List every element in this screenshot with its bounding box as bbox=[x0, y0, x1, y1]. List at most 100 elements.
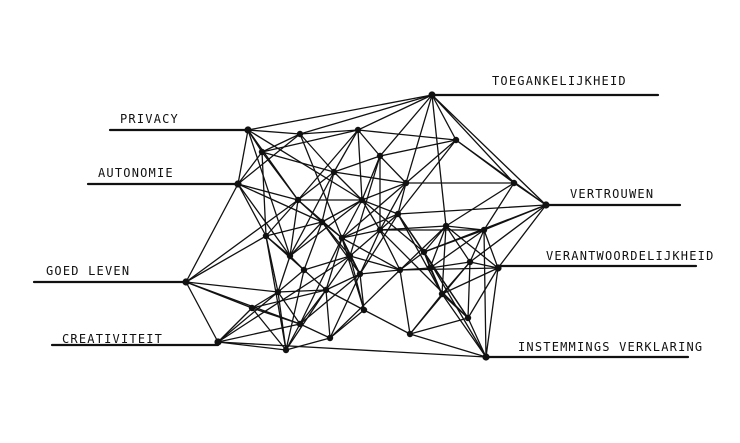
network-edge bbox=[285, 289, 327, 351]
network-edge bbox=[261, 151, 299, 201]
label-instemmings-verklaring: INSTEMMINGS VERKLARING bbox=[518, 340, 704, 354]
network-edge bbox=[277, 255, 291, 293]
network-edge bbox=[379, 225, 447, 231]
network-node bbox=[258, 148, 266, 156]
network-edge bbox=[265, 199, 299, 237]
network-edge bbox=[483, 182, 515, 231]
network-edge bbox=[217, 255, 351, 343]
network-edge bbox=[467, 261, 471, 319]
network-edge bbox=[429, 229, 485, 269]
network-edge bbox=[299, 323, 331, 339]
network-edge bbox=[185, 235, 267, 283]
network-node bbox=[300, 266, 308, 274]
network-edge bbox=[289, 199, 363, 257]
network-edge bbox=[251, 289, 327, 309]
network-node bbox=[452, 136, 460, 144]
anchor-node-instemmings-verklaring bbox=[482, 353, 490, 361]
network-edge bbox=[325, 255, 351, 291]
anchor-node-privacy bbox=[244, 126, 252, 134]
network-edge bbox=[445, 182, 515, 227]
network-edge bbox=[441, 267, 499, 295]
network-edge bbox=[357, 129, 363, 201]
network-edge bbox=[325, 237, 343, 291]
network-edge bbox=[431, 94, 547, 206]
network-edge bbox=[285, 337, 331, 351]
network-edge bbox=[185, 281, 219, 343]
network-edge bbox=[277, 269, 305, 293]
network-edge bbox=[485, 267, 499, 358]
network-edge bbox=[277, 289, 327, 293]
network-edge bbox=[455, 139, 547, 206]
network-edge bbox=[289, 221, 323, 257]
network-edge bbox=[349, 255, 365, 311]
network-node bbox=[442, 222, 450, 230]
network-node bbox=[426, 264, 434, 272]
network-node bbox=[358, 196, 366, 204]
network-edge bbox=[299, 273, 361, 325]
network-edge bbox=[379, 229, 469, 319]
network-edge bbox=[265, 235, 279, 293]
network-edge bbox=[359, 229, 381, 275]
network-edge bbox=[265, 221, 323, 237]
network-edge bbox=[185, 199, 299, 283]
network-edge bbox=[247, 129, 363, 201]
network-edge bbox=[247, 129, 301, 135]
network-edge bbox=[303, 269, 327, 291]
network-node bbox=[464, 314, 472, 322]
network-edge bbox=[359, 269, 401, 275]
network-edge bbox=[397, 213, 443, 295]
network-edge bbox=[397, 182, 407, 215]
network-edge bbox=[441, 225, 447, 295]
network-edge bbox=[341, 237, 401, 271]
label-autonomie: AUTONOMIE bbox=[98, 166, 174, 180]
network-edge bbox=[357, 94, 433, 131]
network-edge bbox=[285, 269, 305, 351]
network-edge bbox=[431, 94, 447, 227]
network-edge bbox=[237, 183, 291, 257]
network-edge bbox=[217, 307, 253, 343]
network-edge bbox=[333, 155, 381, 173]
network-edge bbox=[423, 251, 443, 295]
network-edge bbox=[297, 199, 343, 239]
anchor-node-verantwoordelijkheid bbox=[494, 264, 502, 272]
network-node bbox=[286, 252, 294, 260]
network-node bbox=[466, 258, 474, 266]
network-edge bbox=[261, 151, 267, 237]
network-edge bbox=[405, 94, 433, 184]
network-edge bbox=[329, 269, 401, 339]
network-edge bbox=[237, 183, 323, 223]
network-edge bbox=[363, 309, 411, 335]
label-vertrouwen: VERTROUWEN bbox=[570, 187, 655, 201]
label-verantwoordelijkheid: VERANTWOORDELIJKHEID bbox=[546, 249, 715, 263]
network-edge bbox=[341, 199, 363, 239]
network-edge bbox=[289, 171, 335, 257]
network-edge bbox=[341, 213, 399, 239]
network-edge bbox=[357, 129, 457, 141]
anchor-node-autonomie bbox=[234, 180, 242, 188]
network-node bbox=[510, 179, 518, 187]
network-edge bbox=[349, 255, 361, 275]
network-node bbox=[360, 306, 368, 314]
anchor-node-vertrouwen bbox=[542, 201, 550, 209]
network-node bbox=[438, 290, 446, 298]
network-edge bbox=[217, 291, 279, 343]
network-edge bbox=[467, 267, 499, 319]
network-edge bbox=[265, 235, 305, 271]
network-node bbox=[396, 266, 404, 274]
network-node bbox=[248, 304, 256, 312]
network-node bbox=[376, 226, 384, 234]
network-edge bbox=[261, 151, 335, 173]
network-edge bbox=[303, 255, 351, 271]
network-edge bbox=[325, 289, 365, 311]
network-edge bbox=[409, 333, 487, 358]
network-node bbox=[406, 330, 414, 338]
network-edge bbox=[397, 139, 457, 215]
network-edge bbox=[423, 229, 485, 253]
network-edge bbox=[321, 221, 361, 275]
network-edge bbox=[397, 213, 425, 253]
network-node bbox=[296, 130, 304, 138]
network-edge bbox=[321, 171, 335, 223]
network-edge bbox=[445, 225, 485, 231]
network-edge bbox=[237, 129, 249, 185]
